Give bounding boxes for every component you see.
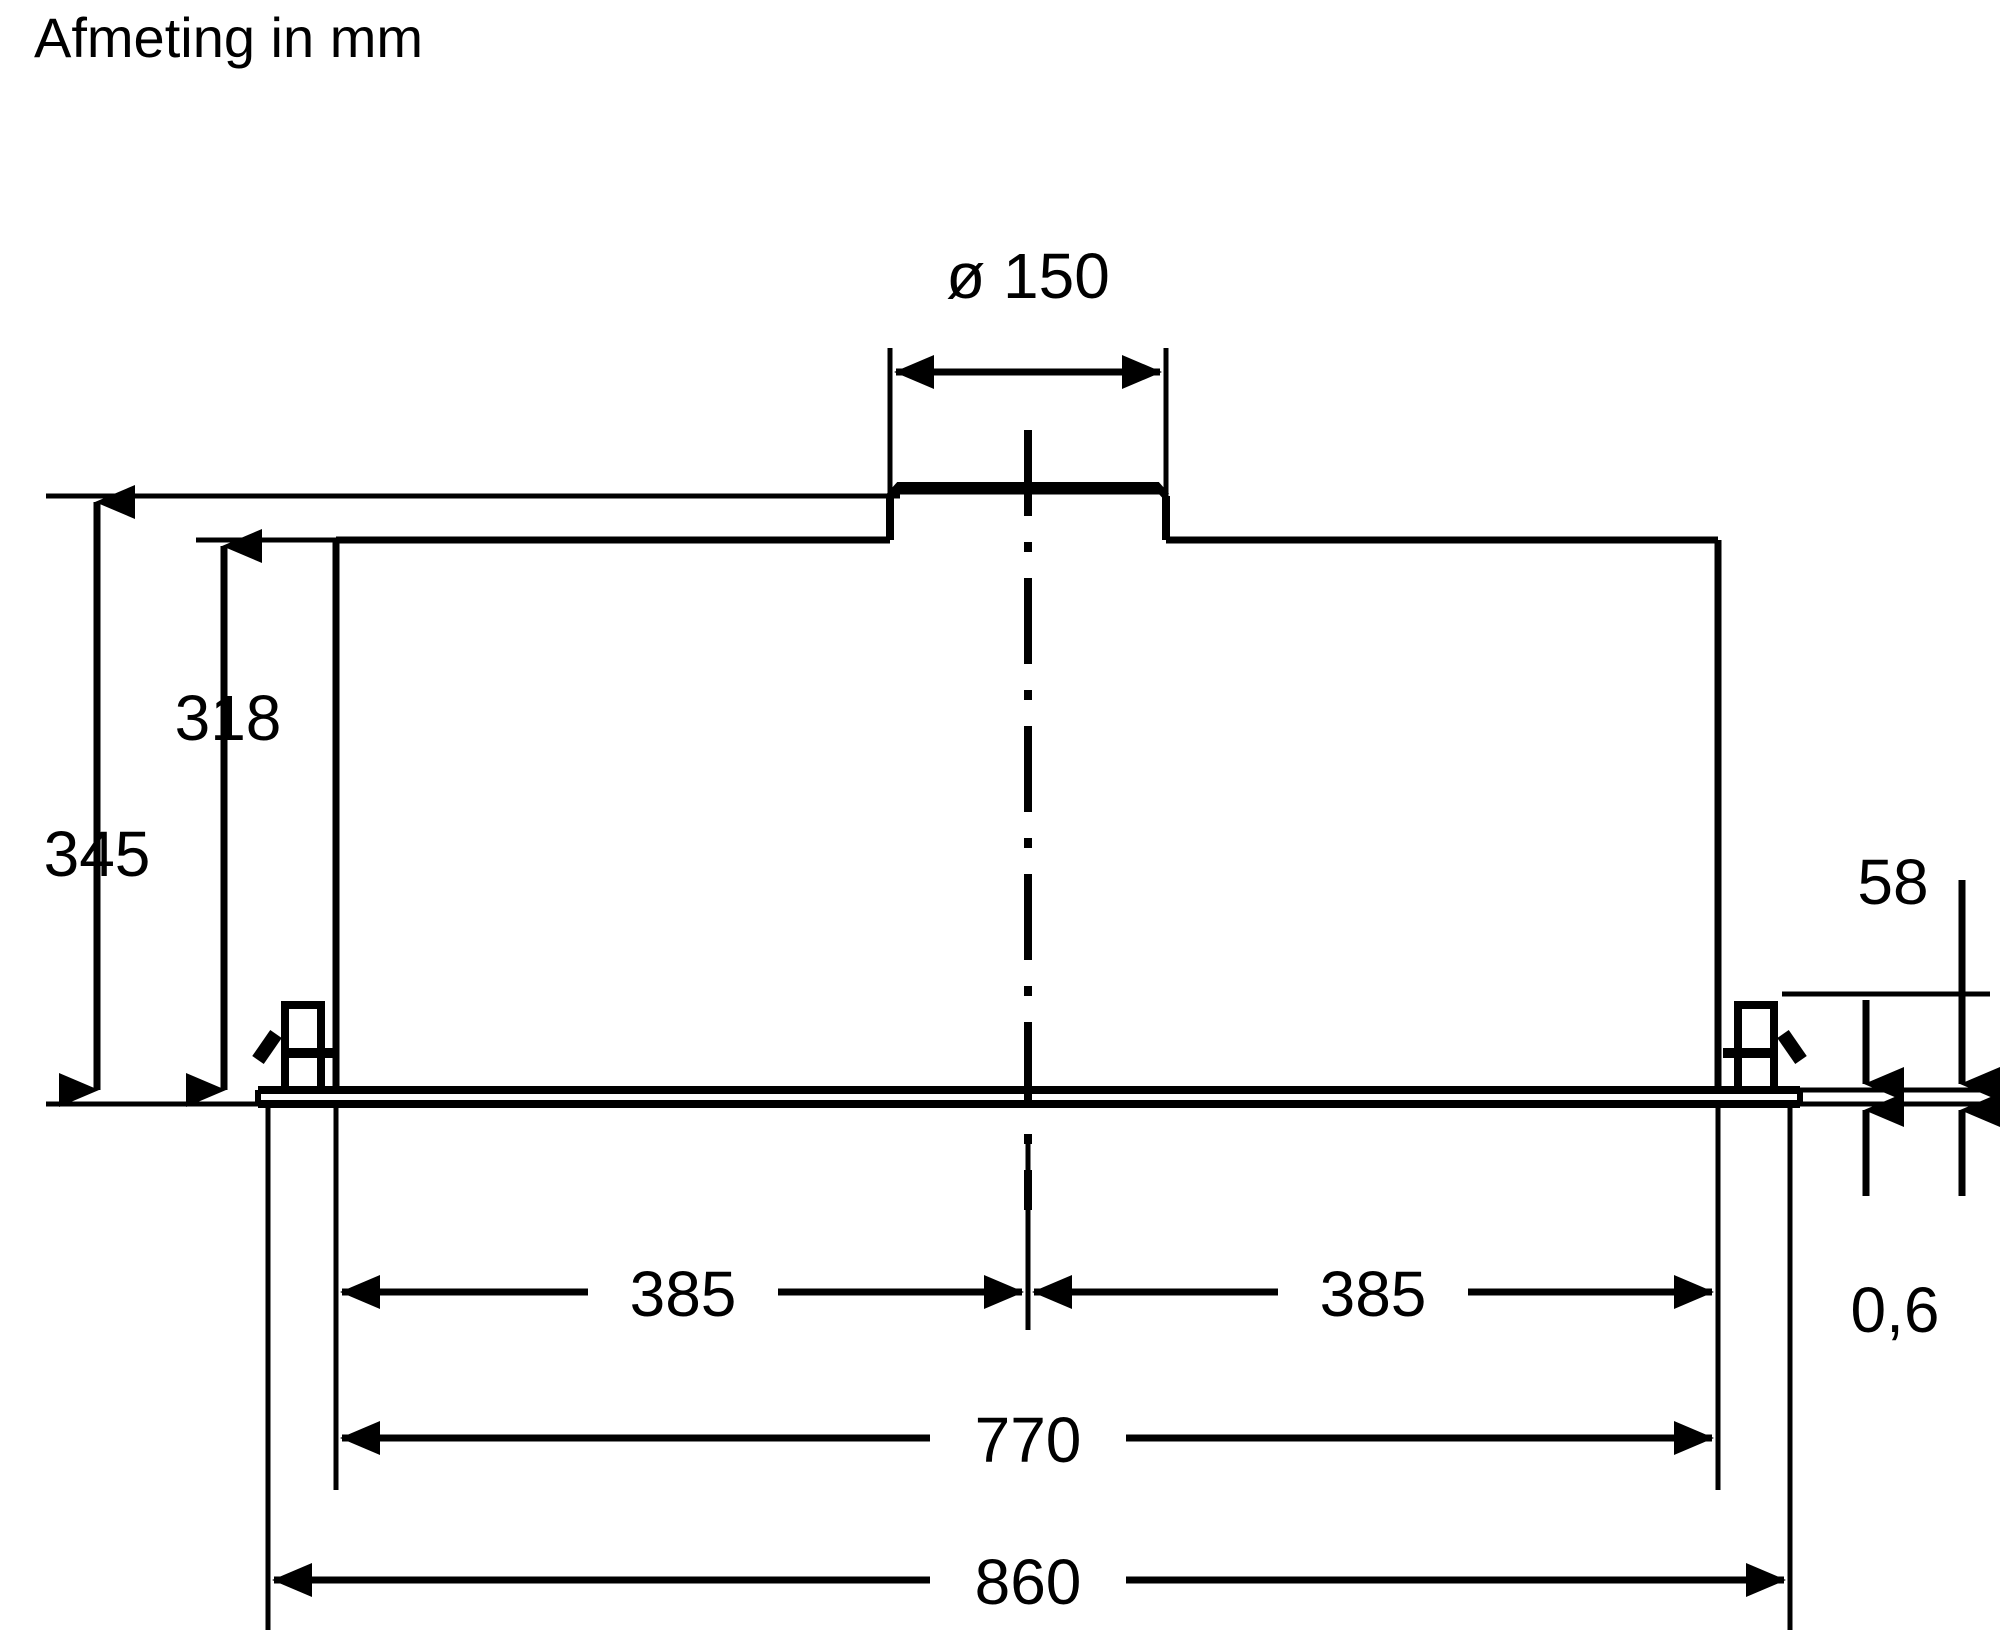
dimension-345-label: 345 bbox=[44, 818, 151, 890]
dimension-770: 770 bbox=[340, 1400, 1714, 1478]
dimension-58-label: 58 bbox=[1857, 846, 1928, 918]
dimension-0-6-label: 0,6 bbox=[1851, 1274, 1940, 1346]
dimension-318: 318 bbox=[175, 529, 282, 1107]
dimension-345: 345 bbox=[44, 485, 151, 1107]
page-title: Afmeting in mm bbox=[34, 6, 423, 69]
dimension-770-label: 770 bbox=[975, 1404, 1082, 1476]
dimension-860: 860 bbox=[272, 1542, 1786, 1620]
dimension-385-left-value: 385 bbox=[630, 1258, 737, 1330]
dimension-860-label: 860 bbox=[975, 1546, 1082, 1618]
dimension-diameter-150-label: ø 150 bbox=[946, 240, 1110, 312]
dimension-0-6: 0,6 bbox=[1851, 1000, 2000, 1346]
hood-body-outline bbox=[332, 536, 1722, 1090]
dimension-385-right: 385 bbox=[1032, 1256, 1714, 1332]
dimension-58: 58 bbox=[1857, 846, 2000, 1101]
left-mounting-clip bbox=[252, 1001, 336, 1090]
dimension-385-right-label: 385 bbox=[1320, 1258, 1427, 1330]
dimension-385-left: 385 385 bbox=[340, 1256, 1024, 1332]
extension-lines bbox=[46, 348, 1990, 1630]
dimension-318-label: 318 bbox=[175, 682, 282, 754]
dimension-diameter-150: ø 150 bbox=[894, 240, 1162, 389]
right-mounting-clip bbox=[1723, 1001, 1807, 1090]
